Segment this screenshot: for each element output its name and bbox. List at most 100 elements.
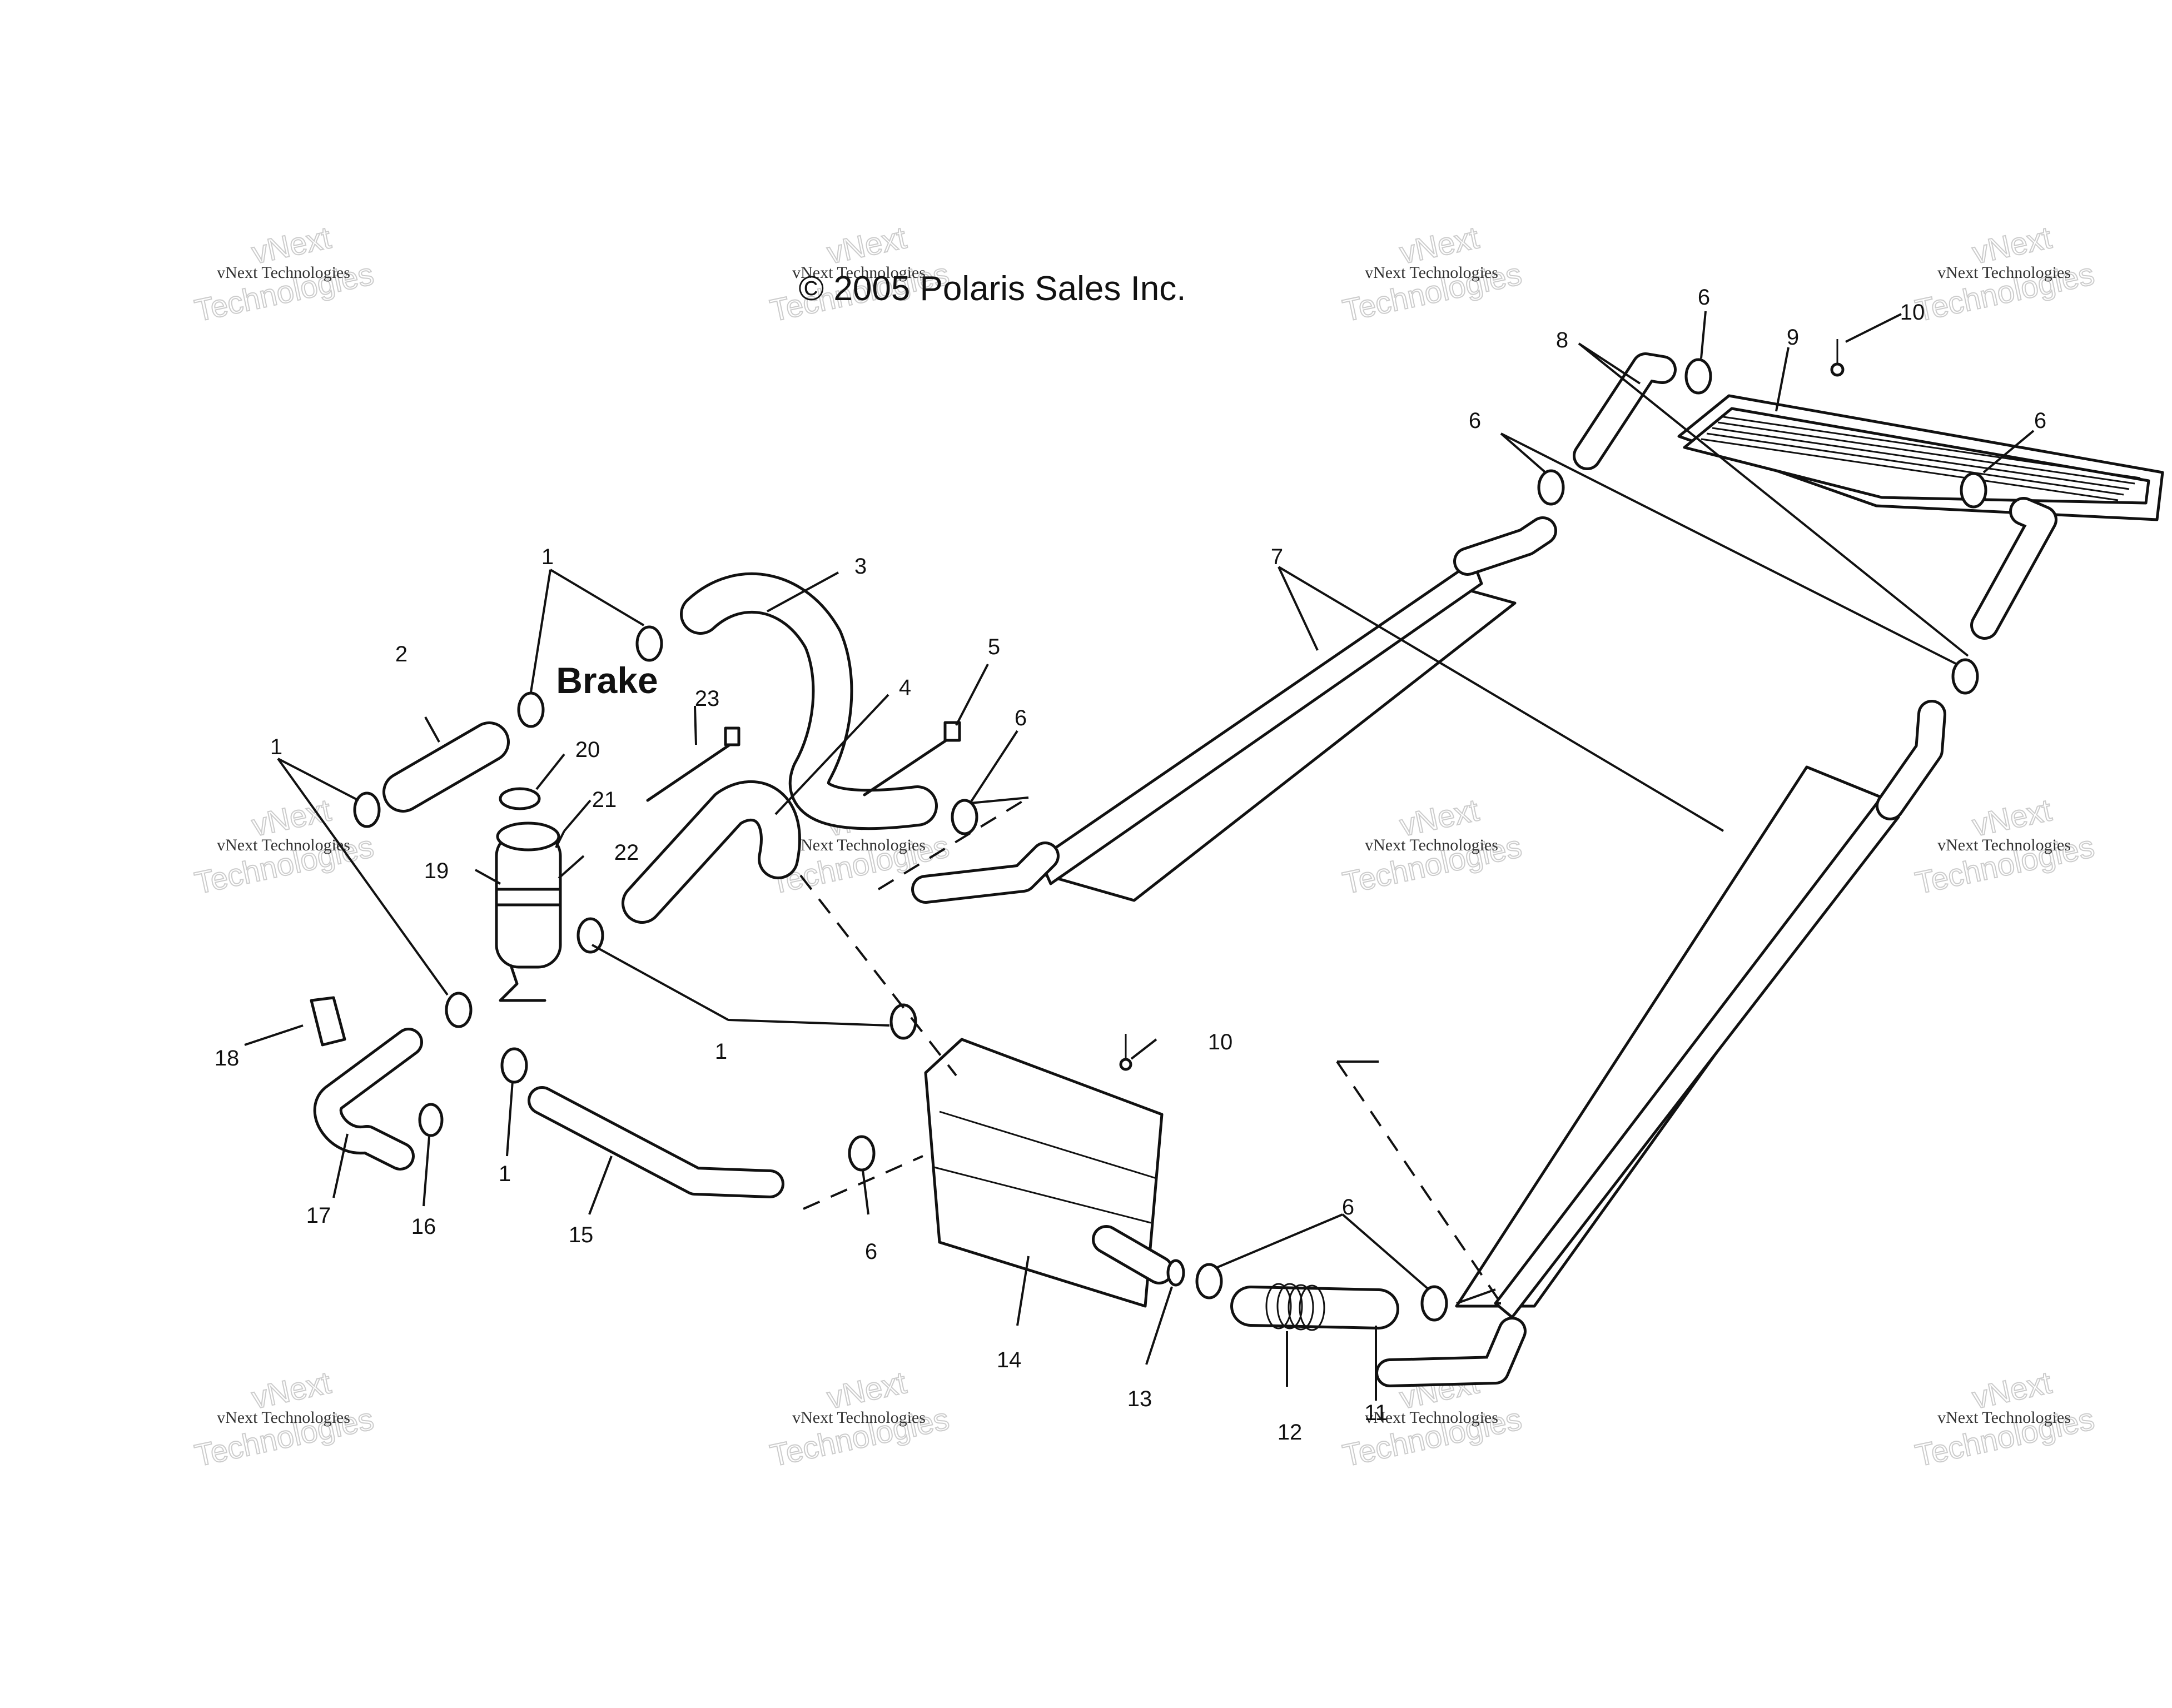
hose-clamp: [576, 917, 604, 954]
callout-19: 19: [424, 859, 449, 883]
heat-exchanger-lower: [1375, 700, 1946, 1387]
callout-1: 1: [499, 1162, 511, 1186]
cable-tie-23: [646, 726, 740, 802]
callout-23: 23: [695, 686, 720, 711]
callout-5: 5: [988, 635, 1000, 659]
hose-clamp: [500, 1047, 528, 1084]
callout-6: 6: [1342, 1195, 1354, 1219]
cable-tie-5: [863, 721, 961, 796]
dashed-connection-lines: [799, 796, 1502, 1304]
callout-20: 20: [575, 738, 600, 762]
watermark: vNext Technologies vNext Technologies: [1912, 219, 2098, 328]
callout-22: 22: [614, 840, 639, 865]
watermark-big-top: vNext: [824, 1365, 909, 1415]
watermark-text: vNext Technologies: [792, 263, 926, 282]
callout-12: 12: [1278, 1420, 1303, 1445]
watermark-text: vNext Technologies: [792, 836, 926, 854]
watermark-text: vNext Technologies: [217, 1408, 350, 1427]
o-ring-13: [1166, 1259, 1185, 1287]
watermark-text: vNext Technologies: [217, 263, 350, 282]
heat-exchanger-small: [1677, 394, 2164, 521]
callout-18: 18: [215, 1046, 240, 1070]
hose-clamp: [635, 625, 663, 662]
watermark-text: vNext Technologies: [1937, 1408, 2071, 1427]
watermark-text: vNext Technologies: [792, 1408, 926, 1427]
callout-9: 9: [1787, 325, 1799, 350]
hose-3: [680, 572, 938, 830]
watermark-text: vNext Technologies: [1365, 1408, 1498, 1427]
hose-clamp: [1195, 1263, 1223, 1299]
watermark-big-top: vNext: [248, 220, 334, 270]
callout-14: 14: [997, 1348, 1022, 1372]
watermark: vNext Technologies vNext Technologies: [1339, 219, 1525, 328]
hose-clamp: [1684, 358, 1712, 395]
hose-clamp: [517, 691, 545, 728]
hose-4: [622, 780, 801, 924]
reservoir-cap: [499, 787, 541, 810]
hose-8-right: [1970, 497, 2057, 640]
callout-6: 6: [1698, 285, 1710, 310]
callout-6: 6: [1015, 706, 1027, 730]
callout-1: 1: [715, 1039, 727, 1064]
callout-21: 21: [592, 788, 617, 812]
hose-clamp: [889, 1003, 917, 1040]
heat-exchanger-front: [924, 1038, 1174, 1308]
callout-10: 10: [1900, 300, 1925, 325]
hose-8-left: [1573, 352, 1677, 470]
callout-17: 17: [306, 1203, 331, 1228]
leader-lines: [244, 311, 2035, 1401]
clamp-12-coils: [1265, 1283, 1325, 1331]
hose-15: [528, 1086, 784, 1198]
watermark-big-top: vNext: [1396, 220, 1482, 270]
copyright-title: © 2005 Polaris Sales Inc.: [798, 270, 1186, 308]
watermark: vNext Technologies vNext Technologies: [1912, 791, 2098, 901]
callout-1: 1: [541, 545, 554, 569]
hose-clamp: [848, 1135, 876, 1172]
callout-1: 1: [270, 735, 282, 759]
callout-15: 15: [569, 1223, 594, 1247]
hose-17: [313, 1028, 423, 1171]
watermark-big-top: vNext: [1396, 792, 1482, 843]
callout-labels: 1 1 1 1 2 3 4 5 6 6 6 6 6 6 7 8 9 10 10 …: [215, 285, 2046, 1445]
watermark: vNext Technologies vNext Technologies: [191, 1364, 377, 1473]
callout-7: 7: [1271, 545, 1283, 569]
clip-18: [310, 996, 346, 1047]
bolt-10-middle: [1119, 1034, 1132, 1071]
hose-clamp: [951, 799, 978, 835]
callout-6: 6: [865, 1239, 877, 1264]
watermark-big-top: vNext: [1969, 792, 2055, 843]
callout-3: 3: [854, 554, 867, 579]
watermark-text: vNext Technologies: [217, 836, 350, 854]
callout-11: 11: [1364, 1401, 1388, 1425]
watermark-text: vNext Technologies: [1937, 836, 2071, 854]
watermark: vNext Technologies vNext Technologies: [767, 1364, 953, 1473]
callout-6: 6: [1469, 409, 1481, 433]
watermark-big-top: vNext: [1969, 220, 2055, 270]
callout-16: 16: [411, 1214, 436, 1239]
callout-8: 8: [1556, 328, 1568, 352]
hose-clamp: [1951, 658, 1979, 695]
watermark-text: vNext Technologies: [1937, 263, 2071, 282]
hose-clamp: [1420, 1285, 1448, 1322]
watermark-text: vNext Technologies: [1365, 836, 1498, 854]
hose-clamp: [445, 992, 473, 1028]
hose-clamp: [1960, 472, 1987, 509]
callout-2: 2: [395, 642, 407, 666]
watermark: vNext Technologies vNext Technologies: [191, 791, 377, 901]
callout-10: 10: [1208, 1030, 1233, 1054]
hose-2: [382, 721, 510, 813]
watermark-big-top: vNext: [248, 1365, 334, 1415]
callout-13: 13: [1127, 1387, 1152, 1411]
watermark-big-top: vNext: [824, 220, 909, 270]
bolt-10-top: [1830, 339, 1845, 377]
hose-clamp: [418, 1103, 444, 1137]
callout-6: 6: [2034, 409, 2046, 433]
callout-4: 4: [899, 675, 911, 700]
watermark: vNext Technologies vNext Technologies: [191, 219, 377, 328]
hose-11: [1230, 1286, 1399, 1329]
hose-clamp: [1537, 469, 1565, 506]
hose-clamp: [353, 791, 381, 828]
coolant-reservoir: [495, 821, 562, 1002]
watermark: vNext Technologies vNext Technologies: [1339, 791, 1525, 901]
watermark-big-top: vNext: [1969, 1365, 2055, 1415]
